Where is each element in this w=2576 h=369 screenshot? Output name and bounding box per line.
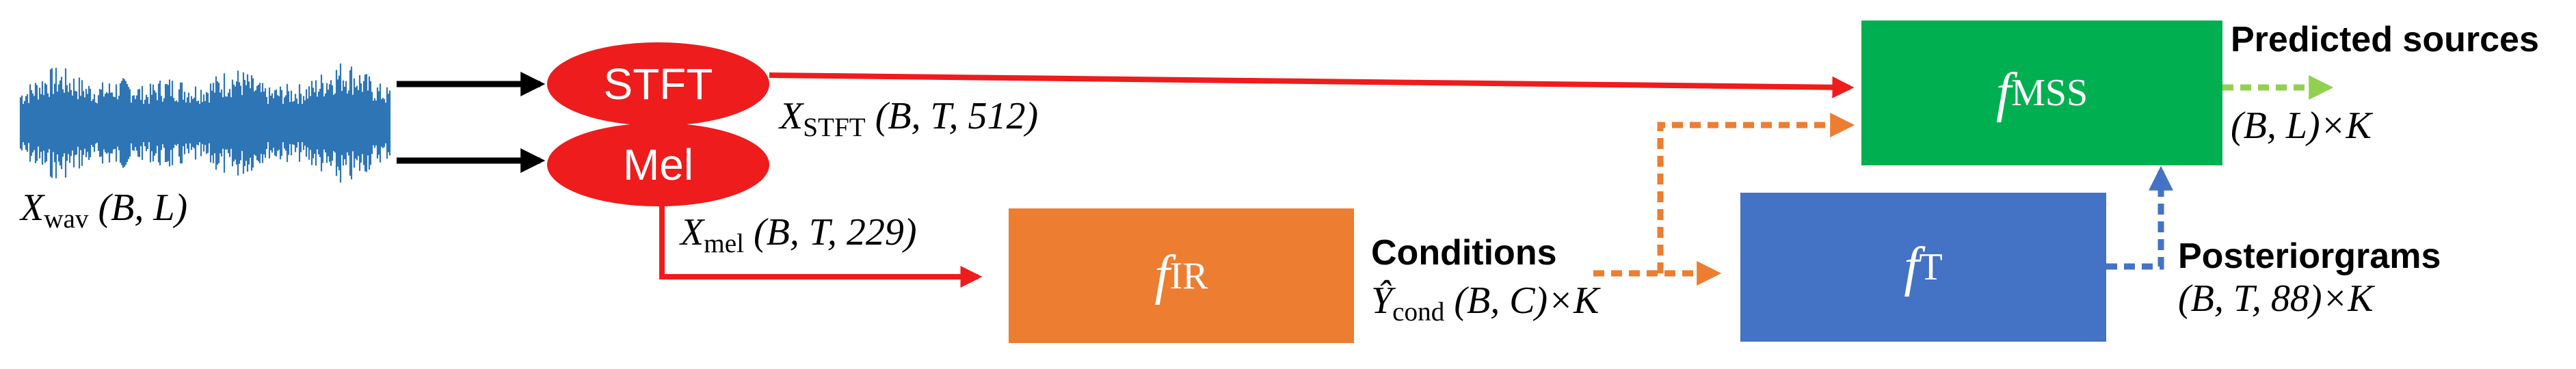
x-wav-subscript: wav (44, 204, 89, 234)
f-ir-subscript: IR (1169, 254, 1208, 297)
f-ir-symbol: f (1154, 245, 1170, 305)
predicted-sources-title: Predicted sources (2231, 20, 2539, 59)
waveform-icon (19, 63, 391, 183)
y-cond-subscript: cond (1392, 297, 1445, 327)
f-t-subscript: T (1919, 246, 1943, 288)
arrow-conditions-to-fmss (1657, 113, 1855, 273)
f-mss-symbol: f (1995, 62, 2012, 123)
x-wav-symbol: X (21, 187, 44, 229)
mel-node: Mel (547, 123, 769, 206)
conditions-title: Conditions (1371, 233, 1557, 273)
waveform-core (21, 104, 390, 142)
conditions-shape: (B, C)×K (1454, 279, 1599, 322)
x-stft-label: XSTFT (B, T, 512) (780, 94, 1038, 143)
x-stft-shape: (B, T, 512) (875, 95, 1039, 137)
arrow-posteriorgrams-to-fmss (2106, 165, 2173, 270)
x-mel-label: Xmel (B, T, 229) (680, 210, 916, 259)
arrow-mel-to-fir (659, 198, 983, 288)
mel-label: Mel (622, 140, 694, 189)
x-stft-subscript: STFT (803, 112, 866, 142)
posteriorgrams-shape: (B, T, 88)×K (2178, 277, 2374, 320)
x-mel-subscript: mel (704, 228, 744, 258)
conditions-shape-label: Ŷcond (B, C)×K (1371, 279, 1599, 327)
y-cond-symbol: Ŷ (1371, 279, 1393, 322)
stft-label: STFT (603, 59, 713, 109)
x-wav-label: Xwav (B, L) (21, 186, 187, 234)
posteriorgrams-title: Posteriorgrams (2178, 236, 2441, 276)
x-mel-symbol: X (680, 211, 704, 254)
arrow-stft-to-fmss (769, 72, 1855, 98)
x-mel-shape: (B, T, 229) (753, 211, 917, 254)
stft-node: STFT (547, 42, 769, 126)
f-t-symbol: f (1904, 236, 1920, 297)
predicted-sources-shape: (B, L)×K (2231, 105, 2372, 147)
f-mss-subscript: MSS (2011, 72, 2088, 114)
x-stft-symbol: X (780, 95, 804, 137)
x-wav-shape: (B, L) (98, 187, 188, 229)
